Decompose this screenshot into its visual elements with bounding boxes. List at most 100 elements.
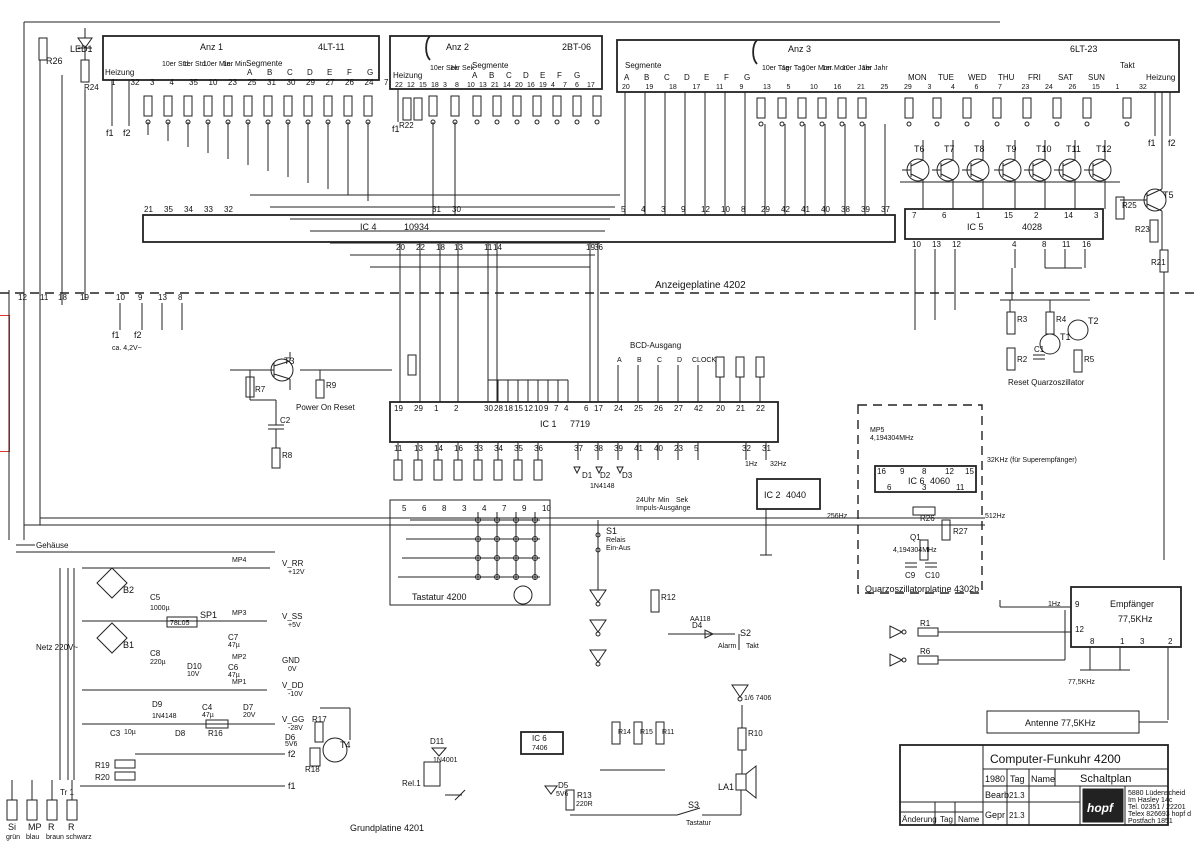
svg-text:f2: f2 [288,749,296,759]
pin-number: 21 [491,82,499,89]
svg-text:R21: R21 [1151,258,1166,267]
segment-letter: A [472,71,478,80]
svg-text:1000µ: 1000µ [150,605,170,612]
pin-number: 23 [1022,84,1030,91]
ic1-pin: 9 [544,404,549,413]
resistor [243,95,253,117]
svg-text:R18: R18 [305,765,320,774]
connector-name: MP [28,822,42,832]
svg-text:R22: R22 [399,121,414,130]
svg-text:S3: S3 [688,800,699,810]
svg-text:Alarm: Alarm [718,643,736,650]
ic5-pin: 7 [912,211,917,220]
svg-text:D4: D4 [692,621,703,630]
resistor [407,354,417,376]
anz1-type: 4LT-11 [318,42,345,52]
ic4-pin: 42 [781,205,790,214]
svg-text:7406: 7406 [532,745,548,752]
edge-pin: 12 [18,293,27,302]
resistor [203,95,213,117]
ic1-pin: 20 [716,404,725,413]
anz2-segmente: Segmente [472,61,509,70]
pin-number: 6 [575,82,579,89]
quartz-board-label: Quarzoszillatorplatine 4302b [865,584,979,594]
svg-text:Name: Name [1031,774,1055,784]
rail-name: V_DD [282,681,304,690]
pin-number: 19 [539,82,547,89]
anz2-type: 2BT-06 [562,42,591,52]
anz3-h4: 1er Mon. [822,65,850,72]
board-divider: Anzeigeplatine 4202 [0,280,1198,294]
ic4-type: 10934 [404,222,429,232]
ic1-pin: 29 [414,404,423,413]
rail-mp: MP3 [232,610,247,617]
ic1-pin: 37 [574,444,583,453]
doc-type: Schaltplan [1080,773,1131,785]
resistor [797,97,807,119]
bcd-line: B [637,357,642,364]
svg-text:S1: S1 [606,526,617,536]
svg-text:Änderung: Änderung [902,815,937,824]
svg-text:32Hz: 32Hz [770,461,787,468]
rail-mp: MP2 [232,654,247,661]
ic1-label: IC 1 [540,419,557,429]
resistor [453,459,463,481]
svg-text:AA118: AA118 [690,616,711,623]
r26: R26 [38,37,63,66]
ic6-pin: 9 [900,467,905,476]
svg-text:8: 8 [1090,637,1095,646]
connector [6,799,18,821]
ic1-pin: 30 [484,404,493,413]
svg-text:Impuls-Ausgänge: Impuls-Ausgänge [636,505,691,512]
svg-text:220µ: 220µ [150,659,166,666]
pin-number: 18 [431,82,439,89]
base-board-label: Grundplatine 4201 [350,823,424,833]
ic4-pin: 12 [701,205,710,214]
resistor [715,356,725,378]
kbd-pin: 10 [542,504,551,513]
alarm-section: D4 AA118 S2 Alarm Takt [668,616,759,650]
resistor [428,95,438,117]
pin-number: 26 [345,78,354,87]
bcd-line: C [657,357,662,364]
svg-text:R8: R8 [282,451,293,460]
svg-text:D1: D1 [582,471,593,480]
segment-letter: D [523,71,529,80]
resistor [1122,97,1132,119]
pin [1124,121,1130,127]
pin [534,119,540,125]
edge-pin: 13 [158,293,167,302]
svg-text:Name: Name [958,815,980,824]
pin-number: 22 [395,82,403,89]
transistor-lead [1002,159,1016,167]
resistor [183,95,193,117]
svg-text:220R: 220R [576,801,593,808]
relay-rel1: D11 1N4001 Rel.1 [402,737,466,801]
ic1-pin: 26 [654,404,663,413]
pin [494,119,500,125]
resistor [393,459,403,481]
svg-text:R5: R5 [1084,355,1095,364]
pin [1054,121,1060,127]
svg-text:47µ: 47µ [202,712,214,719]
svg-text:21.3: 21.3 [1009,791,1025,800]
resistor [283,95,293,117]
t3-power-on-reset: T3 R7 C2 R8 R9 Power On Reset [230,352,392,469]
svg-text:47µ: 47µ [228,672,240,679]
svg-text:IC 6: IC 6 [532,734,547,743]
svg-text:f2: f2 [134,330,142,340]
resistor [1082,97,1092,119]
transistor-lead [970,173,984,181]
svg-text:Q1: Q1 [910,533,921,542]
resistor [512,95,522,117]
anz3-h1: 10er Tag [762,65,789,72]
ic4-pin: 18 [436,243,445,252]
svg-text:D5: D5 [558,781,569,790]
kbd-pin: 9 [522,504,527,513]
segment-letter: B [267,68,272,77]
keyboard-label: Tastatur 4200 [412,592,467,602]
ic1-pin: 5 [694,444,699,453]
pin-number: 29 [904,84,912,91]
resistor [163,95,173,117]
